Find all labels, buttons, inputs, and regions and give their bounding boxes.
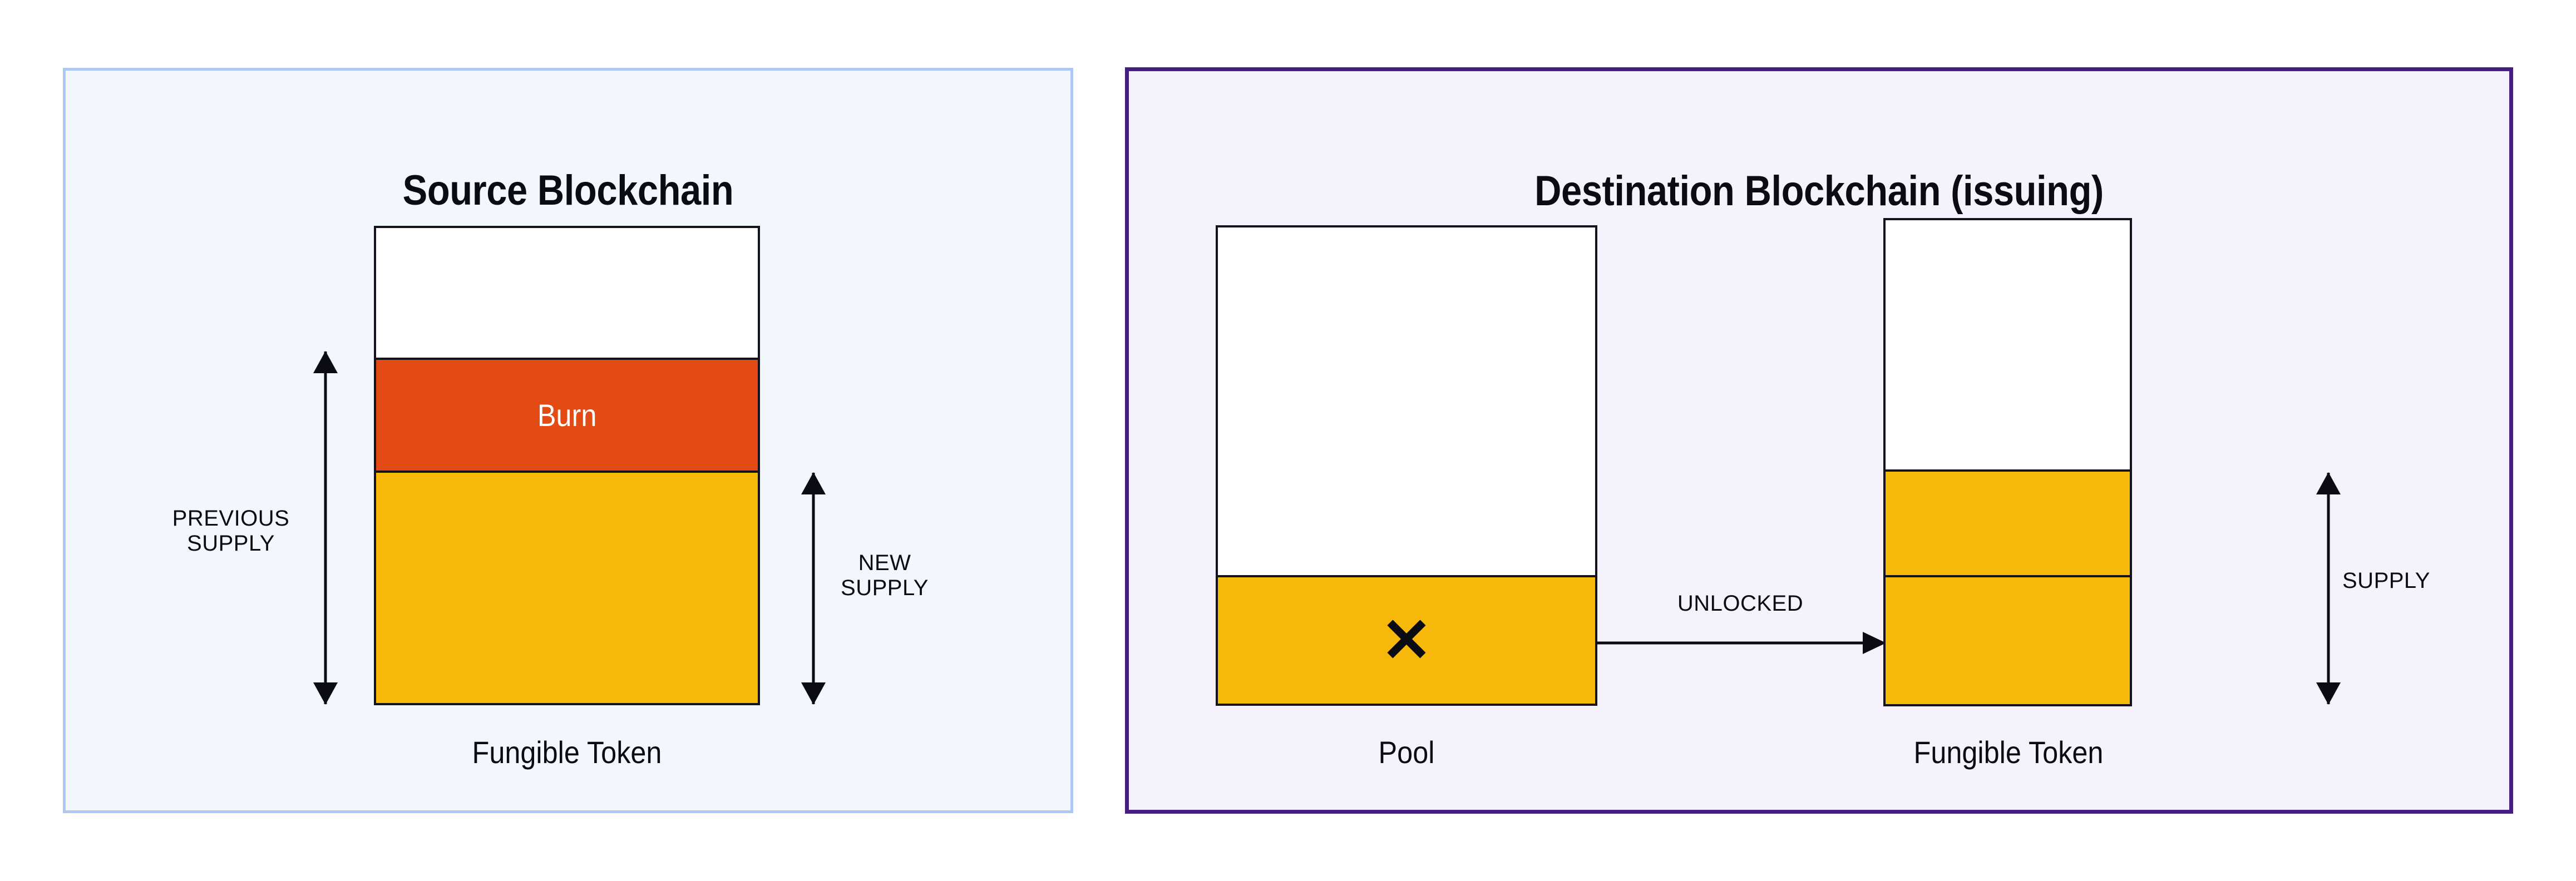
source-panel-title: Source Blockchain: [402, 167, 734, 214]
measure-shaft: [324, 352, 327, 704]
supply-label: SUPPLY: [2342, 568, 2430, 593]
arrow-down-icon: [801, 682, 826, 705]
source-remaining-supply-segment: [376, 473, 758, 703]
pool-bar: ✕: [1216, 225, 1597, 706]
previous-supply-label: PREVIOUS SUPPLY: [172, 506, 290, 556]
unlocked-flow-arrow: [1596, 632, 1886, 654]
destination-panel-title: Destination Blockchain (issuing): [1534, 167, 2104, 215]
new-supply-measure-arrow: [801, 472, 826, 705]
previous-supply-measure-arrow: [313, 351, 338, 705]
cross-icon: ✕: [1380, 606, 1433, 675]
arrow-up-icon: [313, 351, 338, 373]
unlocked-flow-label: UNLOCKED: [1677, 591, 1804, 616]
arrow-right-icon: [1863, 632, 1886, 654]
burn-segment-label: Burn: [537, 397, 597, 433]
existing-supply-segment: [1886, 575, 2130, 704]
burn-segment: Burn: [376, 358, 758, 473]
source-fungible-token-bar: Burn: [374, 226, 760, 705]
new-supply-label: NEW SUPPLY: [841, 551, 929, 600]
arrow-up-icon: [801, 472, 826, 494]
supply-measure-arrow: [2316, 472, 2341, 705]
pool-locked-segment: ✕: [1218, 575, 1595, 704]
arrow-down-icon: [2316, 682, 2341, 705]
measure-shaft: [2327, 473, 2330, 704]
measure-shaft: [812, 473, 815, 704]
pool-bar-caption: Pool: [1378, 735, 1435, 770]
source-bar-caption: Fungible Token: [472, 735, 662, 770]
flow-shaft: [1596, 641, 1869, 645]
destination-fungible-token-bar: [1883, 218, 2132, 706]
arrow-up-icon: [2316, 472, 2341, 494]
arrow-down-icon: [313, 682, 338, 705]
destination-bar-caption: Fungible Token: [1913, 735, 2104, 770]
newly-issued-segment: [1886, 469, 2130, 575]
